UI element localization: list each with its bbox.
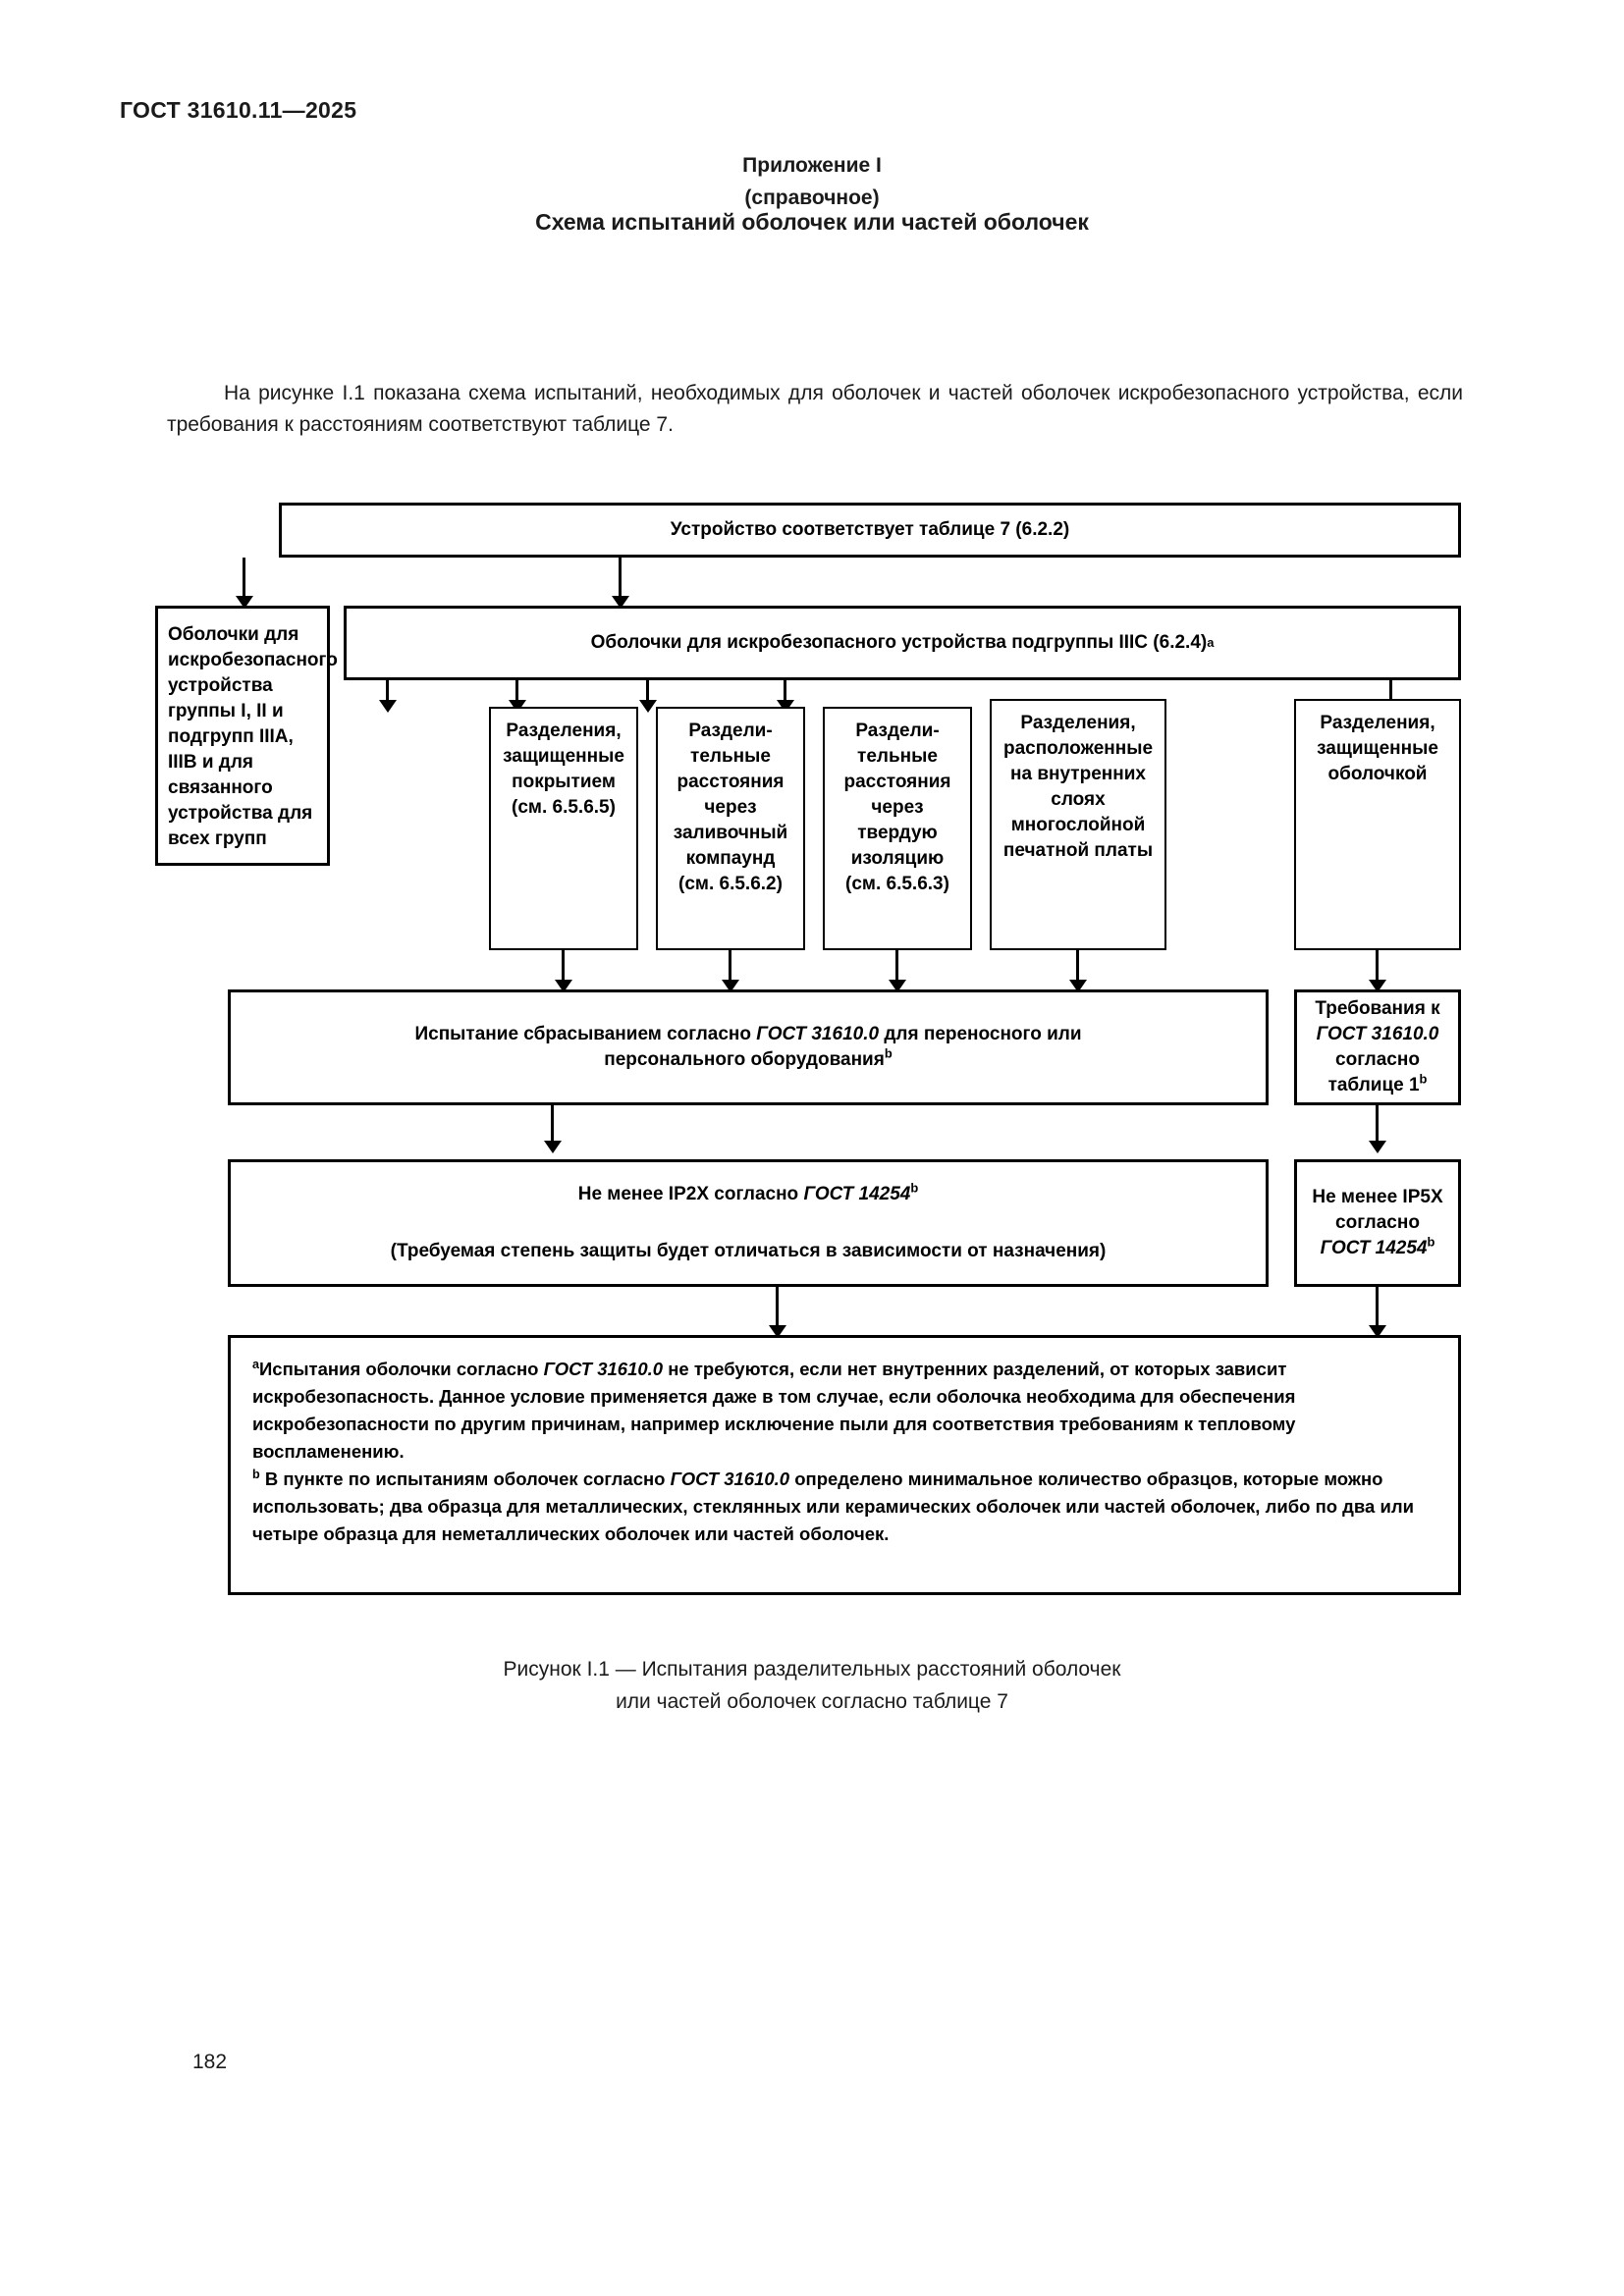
figure-caption-line-2: или частей оболочек согласно таблице 7 xyxy=(616,1690,1008,1713)
ip5x-standard-ref: ГОСТ 14254 xyxy=(1320,1238,1428,1258)
drop-test-text-2: для переносного или xyxy=(879,1024,1082,1044)
connector-line-col4-to-drop xyxy=(1076,950,1079,989)
connector-arrow-ip5x-to-notes xyxy=(1369,1325,1386,1338)
connector-arrow-top-to-left xyxy=(236,596,253,609)
ip2x-text-2: (Требуемая степень защиты будет отличать… xyxy=(390,1241,1107,1261)
drop-test-standard-ref: ГОСТ 31610.0 xyxy=(756,1024,880,1044)
connector-line-ip2x-to-notes xyxy=(776,1287,779,1334)
flow-box-drop-test: Испытание сбрасыванием согласно ГОСТ 316… xyxy=(228,989,1269,1105)
connector-arrow-iic-to-col-1 xyxy=(379,700,397,713)
flow-box-iiic-enclosures: Оболочки для искробезопасного устройства… xyxy=(344,606,1461,680)
footnote-ref-b-ip5x: b xyxy=(1427,1234,1435,1250)
connector-arrow-iic-to-col-3 xyxy=(639,700,657,713)
connector-line-req-to-ip5x xyxy=(1376,1105,1379,1149)
flow-box-ip5x: Не менее IP5X согласно ГОСТ 14254b xyxy=(1294,1159,1461,1287)
connector-arrow-ip2x-to-notes xyxy=(769,1325,786,1338)
connector-line-col3-to-drop xyxy=(895,950,898,989)
footnote-a: aИспытания оболочки согласно ГОСТ 31610.… xyxy=(252,1356,1436,1466)
flow-box-requirements-table1: Требования к ГОСТ 31610.0 согласно табли… xyxy=(1294,989,1461,1105)
connector-line-iic-to-col-3 xyxy=(646,680,649,708)
annex-title: Схема испытаний оболочек или частей обол… xyxy=(535,209,1089,235)
connector-line-iic-to-col-4 xyxy=(784,680,786,708)
drop-test-text-1: Испытание сбрасыванием согласно xyxy=(414,1024,757,1044)
connector-arrow-col5-to-req xyxy=(1369,980,1386,992)
ip2x-text-1: Не менее IP2X согласно xyxy=(577,1184,804,1204)
requirements-standard-ref: ГОСТ 31610.0 xyxy=(1316,1024,1439,1044)
connector-arrow-col4-to-drop xyxy=(1069,980,1087,992)
flow-box-ip5x-label: Не менее IP5X согласно ГОСТ 14254b xyxy=(1312,1185,1442,1261)
connector-line-iic-to-col-1 xyxy=(386,680,389,708)
connector-line-col2-to-drop xyxy=(729,950,731,989)
footnote-ref-b-requirements: b xyxy=(1419,1071,1428,1087)
requirements-text-1: Требования к xyxy=(1315,998,1440,1019)
figure-caption: Рисунок I.1 — Испытания разделительных р… xyxy=(0,1653,1624,1718)
connector-line-col1-to-drop xyxy=(562,950,565,989)
connector-arrow-top-to-iic xyxy=(612,596,629,609)
intro-paragraph: На рисунке I.1 показана схема испытаний,… xyxy=(167,382,1463,436)
ip5x-text-2: согласно xyxy=(1335,1212,1420,1233)
footnote-a-text-2: не требуются, если нет внутренних раздел… xyxy=(252,1359,1296,1462)
flow-box-requirements-table1-label: Требования к ГОСТ 31610.0 согласно табли… xyxy=(1315,996,1439,1098)
footnote-b: b В пункте по испытаниям оболочек соглас… xyxy=(252,1466,1436,1548)
annex-heading: Приложение I (справочное) xyxy=(0,149,1624,214)
annex-kind: (справочное) xyxy=(744,187,880,209)
footnote-marker-a: a xyxy=(252,1357,259,1371)
connector-arrow-col1-to-drop xyxy=(555,980,572,992)
flow-box-ip2x-label: Не менее IP2X согласно ГОСТ 14254b (Треб… xyxy=(391,1166,1107,1280)
footnote-b-text-1: В пункте по испытаниям оболочек согласно xyxy=(259,1468,671,1489)
flow-box-device-complies-label: Устройство соответствует таблице 7 (6.2.… xyxy=(670,519,1070,540)
footnote-a-standard-ref: ГОСТ 31610.0 xyxy=(543,1359,664,1379)
flow-box-drop-test-label: Испытание сбрасыванием согласно ГОСТ 316… xyxy=(414,1022,1081,1073)
requirements-text-3: таблице 1 xyxy=(1327,1075,1420,1095)
connector-line-iic-to-col-5 xyxy=(1389,680,1392,708)
running-header-standard-id: ГОСТ 31610.11—2025 xyxy=(120,97,357,123)
ip5x-text-1: Не менее IP5X xyxy=(1312,1187,1443,1207)
flow-box-group-i-ii-enclosures: Оболочки для искробезопасного устройства… xyxy=(155,606,338,866)
connector-line-iic-to-col-2 xyxy=(515,680,518,708)
footnote-ref-b-drop: b xyxy=(884,1045,893,1061)
footnote-ref-b-ip2x: b xyxy=(910,1180,919,1196)
flow-box-device-complies: Устройство соответствует таблице 7 (6.2.… xyxy=(279,503,1461,558)
connector-arrow-col2-to-drop xyxy=(722,980,739,992)
connector-arrow-req-to-ip5x xyxy=(1369,1141,1386,1153)
ip2x-standard-ref: ГОСТ 14254 xyxy=(803,1184,911,1204)
footnote-b-text-2: определено минимальное количество образц… xyxy=(252,1468,1414,1544)
flow-box-iiic-enclosures-label: Оболочки для искробезопасного устройства… xyxy=(590,632,1208,653)
flow-box-group-i-ii-enclosures-label: Оболочки для искробезопасного устройства… xyxy=(168,624,338,849)
connector-arrow-drop-to-ip2x xyxy=(544,1141,562,1153)
drop-test-text-3: персонального оборудования xyxy=(604,1049,885,1070)
flow-box-ip2x: Не менее IP2X согласно ГОСТ 14254b (Треб… xyxy=(228,1159,1269,1287)
figure-caption-line-1: Рисунок I.1 — Испытания разделительных р… xyxy=(503,1658,1121,1681)
connector-line-ip5x-to-notes xyxy=(1376,1287,1379,1334)
footnote-marker-b: b xyxy=(252,1467,260,1481)
page-number: 182 xyxy=(192,2051,228,2073)
connector-line-top-to-iic xyxy=(619,558,622,605)
annex-label: Приложение I xyxy=(742,154,882,177)
flow-box-footnotes: aИспытания оболочки согласно ГОСТ 31610.… xyxy=(228,1335,1461,1595)
footnote-a-text-1: Испытания оболочки согласно xyxy=(259,1359,544,1379)
connector-arrow-col3-to-drop xyxy=(889,980,906,992)
footnote-b-standard-ref: ГОСТ 31610.0 xyxy=(670,1468,790,1489)
requirements-text-2: согласно xyxy=(1335,1049,1420,1070)
connector-line-col5-to-req xyxy=(1376,950,1379,989)
connector-line-drop-to-ip2x xyxy=(551,1105,554,1149)
connector-line-top-to-left xyxy=(243,558,245,605)
